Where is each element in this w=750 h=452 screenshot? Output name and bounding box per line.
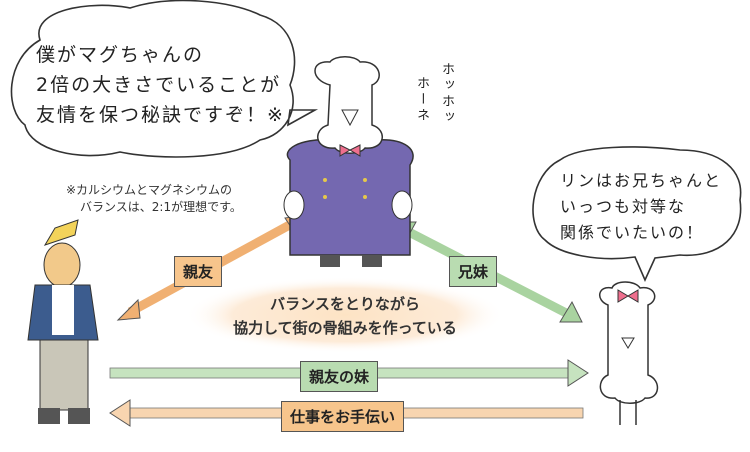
- speech-line: 2倍の大きさでいることが: [36, 74, 282, 96]
- speech-line: 僕がマグちゃんの: [36, 44, 205, 66]
- speech-bubble-right: [532, 146, 742, 282]
- footnote: ※カルシウムとマグネシウムの バランスは、2:1が理想です。: [66, 182, 242, 216]
- friends-sister-label: 親友の妹: [300, 361, 379, 392]
- big-bone-character: [283, 56, 414, 267]
- speech-line: いっつも対等な: [560, 197, 687, 216]
- helps-work-label: 仕事をお手伝い: [281, 401, 405, 432]
- small-bone-character: [599, 281, 659, 425]
- center-line: 協力して街の骨組みを作っている: [233, 319, 457, 337]
- speech-bubble-left: [10, 0, 319, 158]
- sound-effect: ホッホッ ホーネ: [412, 62, 456, 126]
- footnote-line: ※カルシウムとマグネシウムの: [66, 183, 233, 197]
- speech-line: 関係でいたいの！: [560, 223, 705, 242]
- center-glow: [185, 277, 505, 353]
- speech-line: 友情を保つ秘訣ですぞ！※: [36, 104, 285, 126]
- sound-effect-line: ホッホッ: [439, 62, 454, 126]
- small-bone-speech: リンはお兄ちゃんと いっつも対等な 関係でいたいの！: [560, 168, 722, 246]
- sound-effect-line: ホーネ: [414, 76, 429, 124]
- big-bone-speech: 僕がマグちゃんの 2倍の大きさでいることが 友情を保つ秘訣ですぞ！※: [36, 40, 285, 130]
- center-description: バランスをとりながら 協力して街の骨組みを作っている: [200, 292, 490, 340]
- best-friend-label: 親友: [174, 256, 223, 287]
- footnote-line: バランスは、2:1が理想です。: [80, 200, 242, 214]
- speech-line: リンはお兄ちゃんと: [560, 171, 723, 190]
- man-character: [27, 219, 99, 424]
- siblings-label: 兄妹: [449, 256, 498, 287]
- center-line: バランスをとりながら: [270, 295, 420, 313]
